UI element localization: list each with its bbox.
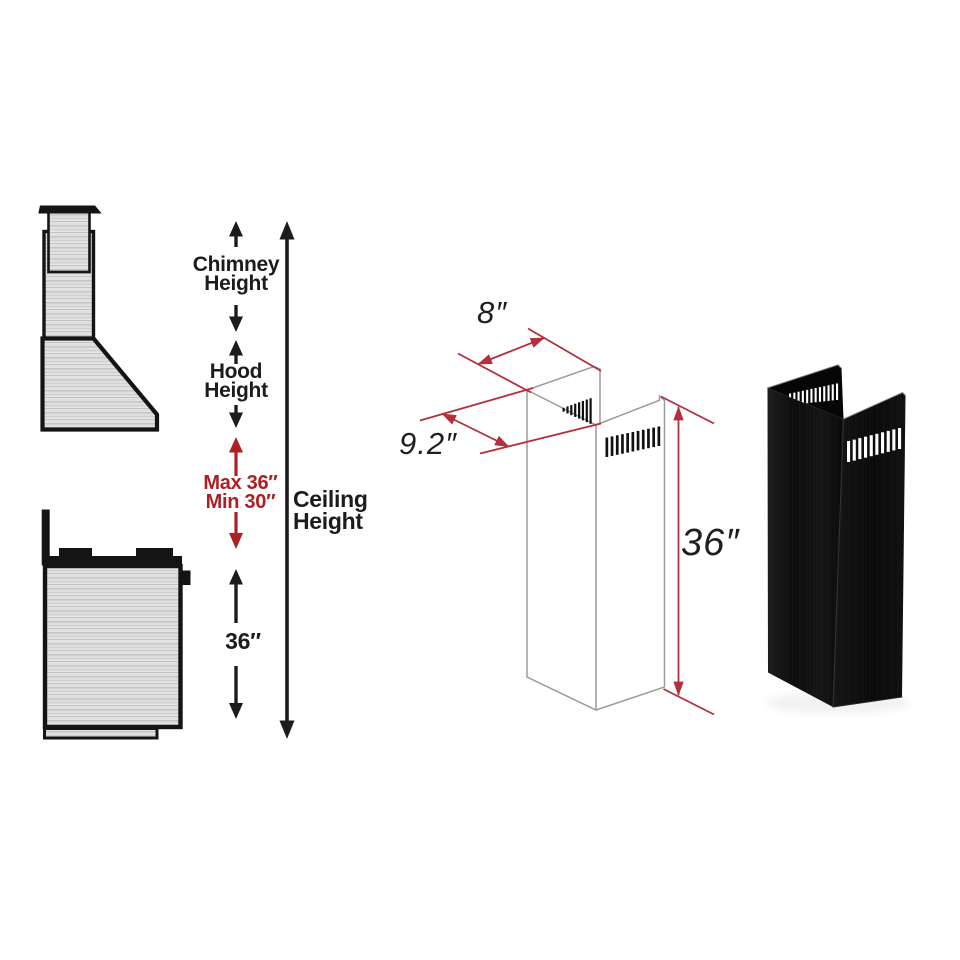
hood-height-label: Hood Height [204,360,268,402]
clearance-labels: Max 36″ Min 30″ [181,472,300,513]
product-render-svg [766,364,910,714]
width-label: 8″ [477,295,508,330]
hood-installation-svg [38,205,295,740]
vent-slats-front [847,428,902,462]
range-side-view [41,509,191,740]
ceiling-height-label: Ceiling Height [293,486,368,534]
depth-extension-lines [419,387,602,455]
max-clearance-label: Max 36″ [203,472,278,494]
depth-label: 9.2″ [399,426,458,461]
range-cooktop [43,556,182,566]
min-clearance-label: Min 30″ [205,491,276,513]
height-label: 36″ [681,522,740,564]
range-body [42,563,183,730]
width-extension-lines [457,327,602,394]
channel-interior [767,365,844,419]
chimney-upper-section [47,210,91,274]
black-chimney-extension [767,364,906,708]
dimension-lines [419,327,715,716]
ceiling-height-arrow [279,221,295,739]
dimension-drawing-svg [419,327,715,716]
width-dimension-arrow [477,337,545,365]
vent-slats-front [605,426,661,457]
burner-grate-right [136,548,173,556]
hood-canopy [40,336,160,432]
burner-grate-left [59,548,92,556]
wireframe-outline [526,365,666,712]
range-hood-side-view [38,205,160,432]
black-dimension-arrows [229,221,243,719]
chimney-height-label: Chimney Height [192,253,280,295]
depth-dimension-arrow [441,413,510,448]
height-extension-lines [660,395,715,716]
red-clearance-arrows [229,437,243,549]
cooktop-clearance-label: 36″ [225,628,261,654]
chimney-cap [38,205,102,214]
range-base [43,727,159,740]
range-knob [180,570,191,585]
range-back-panel [41,509,50,566]
vent-slats-inner [562,398,592,424]
edge-highlights [767,364,906,708]
